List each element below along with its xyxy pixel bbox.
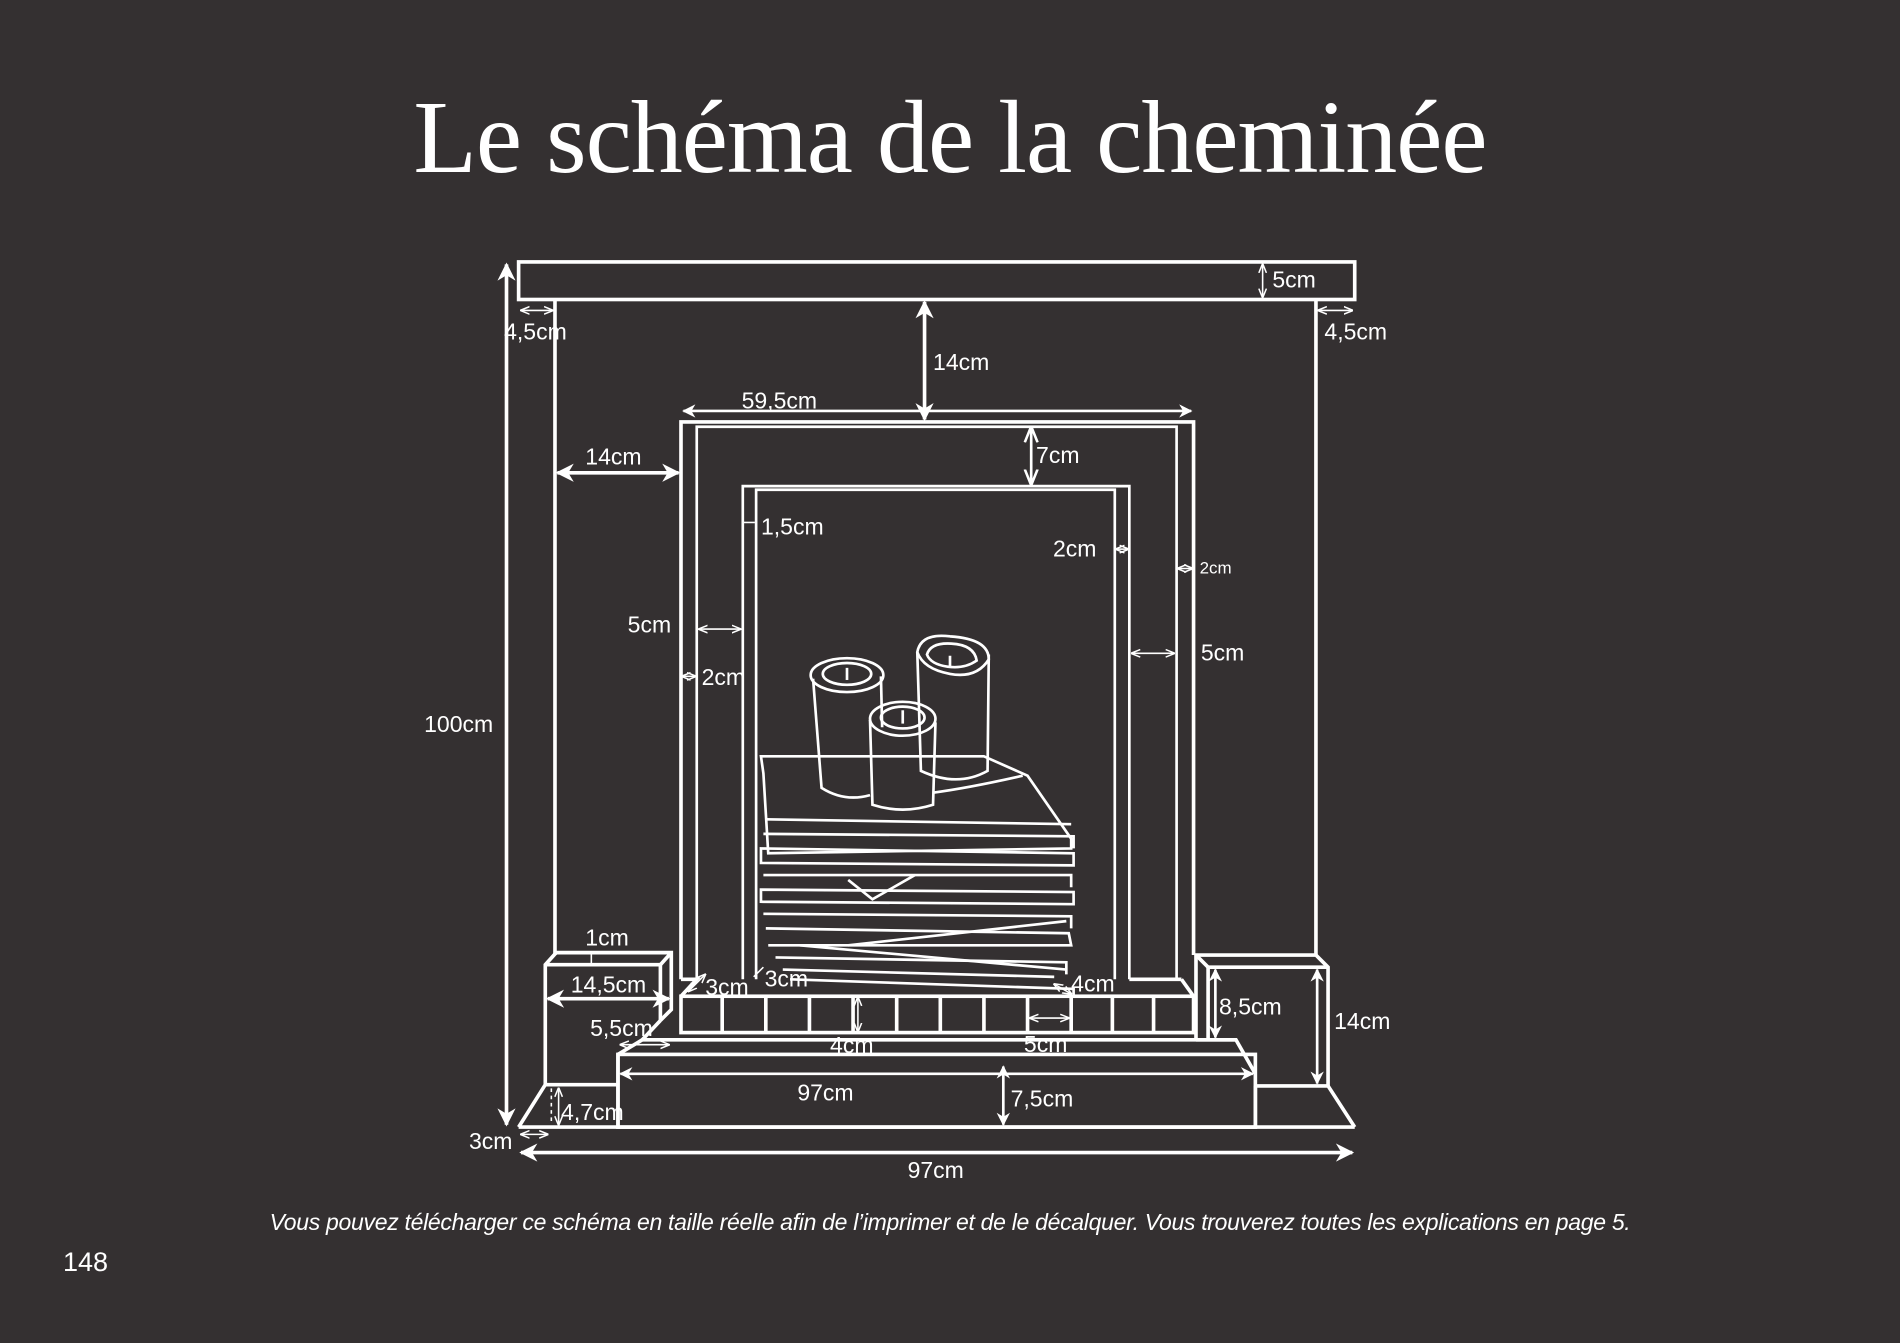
dim-inner-right-trim: 2cm bbox=[1053, 535, 1096, 561]
dim-mantel-shelf-height: 5cm bbox=[1272, 266, 1315, 292]
download-caption: Vous pouvez télécharger ce schéma en tai… bbox=[269, 1209, 1631, 1235]
dim-base-bevel: 3cm bbox=[469, 1128, 512, 1154]
mantel-shelf bbox=[516, 260, 1357, 302]
dim-plinth-step: 5,5cm bbox=[590, 1015, 653, 1041]
dim-inner-top-band: 7cm bbox=[1036, 442, 1079, 468]
dim-base-height: 4,7cm bbox=[561, 1099, 624, 1125]
dim-left-outer-trim: 2cm bbox=[702, 664, 745, 690]
dim-surround-width: 59,5cm bbox=[742, 388, 817, 414]
dim-side-panel: 14cm bbox=[585, 443, 641, 469]
dim-overhang-right: 4,5cm bbox=[1324, 318, 1387, 344]
dim-right-jamb: 5cm bbox=[1201, 640, 1244, 666]
candles-and-books-illustration bbox=[759, 634, 1075, 997]
dim-inner-left-trim: 1,5cm bbox=[761, 514, 824, 540]
dim-total-width: 97cm bbox=[908, 1157, 964, 1183]
dim-hearth-depth-right: 4cm bbox=[1071, 970, 1114, 996]
dim-tile-width: 5cm bbox=[1024, 1031, 1067, 1057]
dim-tile-height: 4cm bbox=[830, 1032, 873, 1058]
hearth-tiles bbox=[720, 996, 1156, 1033]
dim-outer-right-trim: 2cm bbox=[1200, 558, 1232, 577]
dim-hearth-depth-left: 3cm bbox=[705, 974, 748, 1000]
dim-hearth-width: 97cm bbox=[797, 1079, 853, 1105]
page-title: Le schéma de la cheminée bbox=[413, 80, 1487, 195]
dim-total-height: 100cm bbox=[424, 711, 493, 737]
dim-overhang-left: 4,5cm bbox=[504, 318, 567, 344]
dim-hearth-height: 7,5cm bbox=[1011, 1086, 1074, 1112]
dim-plinth-width: 14,5cm bbox=[571, 972, 646, 998]
dim-plinth-offset: 1cm bbox=[585, 924, 628, 950]
page-number: 148 bbox=[63, 1247, 109, 1277]
dim-left-jamb: 5cm bbox=[628, 612, 671, 638]
dim-hearth-depth-mid: 3cm bbox=[765, 966, 808, 992]
dim-right-plinth-height: 14cm bbox=[1334, 1008, 1390, 1034]
dim-shelf-gap: 14cm bbox=[933, 349, 989, 375]
dim-right-plinth-inner: 8,5cm bbox=[1219, 993, 1282, 1019]
